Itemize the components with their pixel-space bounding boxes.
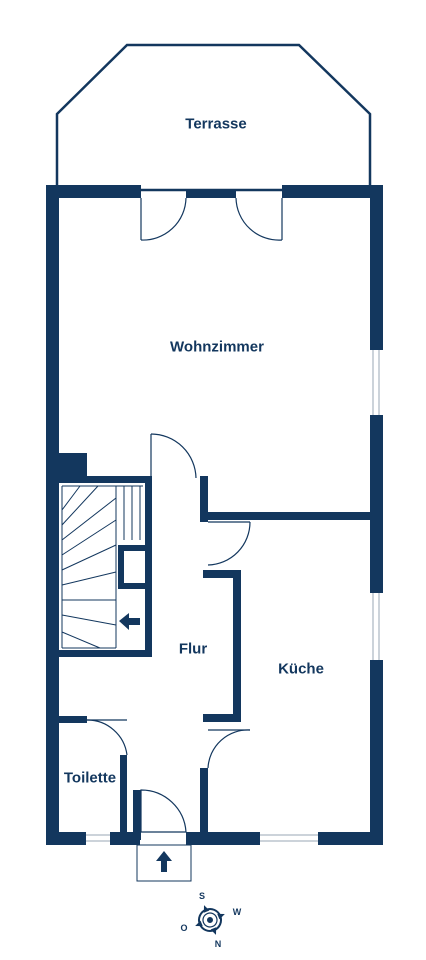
staircase (61, 485, 143, 649)
compass-south-label: S (198, 891, 206, 901)
room-label-kueche: Küche (278, 660, 324, 678)
windows (86, 350, 380, 842)
room-label-terrasse: Terrasse (185, 115, 247, 133)
room-label-flur: Flur (178, 640, 208, 658)
outer-walls (46, 185, 383, 845)
arrow-left-icon (119, 613, 140, 630)
compass-east-label: O (180, 923, 188, 933)
interior-walls (59, 453, 370, 840)
compass-north-label: N (214, 939, 222, 949)
room-label-toilette: Toilette (63, 769, 117, 787)
compass-rose-icon (195, 905, 225, 935)
room-label-wohnzimmer: Wohnzimmer (170, 338, 264, 356)
arrow-up-icon (156, 851, 172, 872)
doors (86, 197, 283, 833)
compass-west-label: W (232, 907, 242, 917)
